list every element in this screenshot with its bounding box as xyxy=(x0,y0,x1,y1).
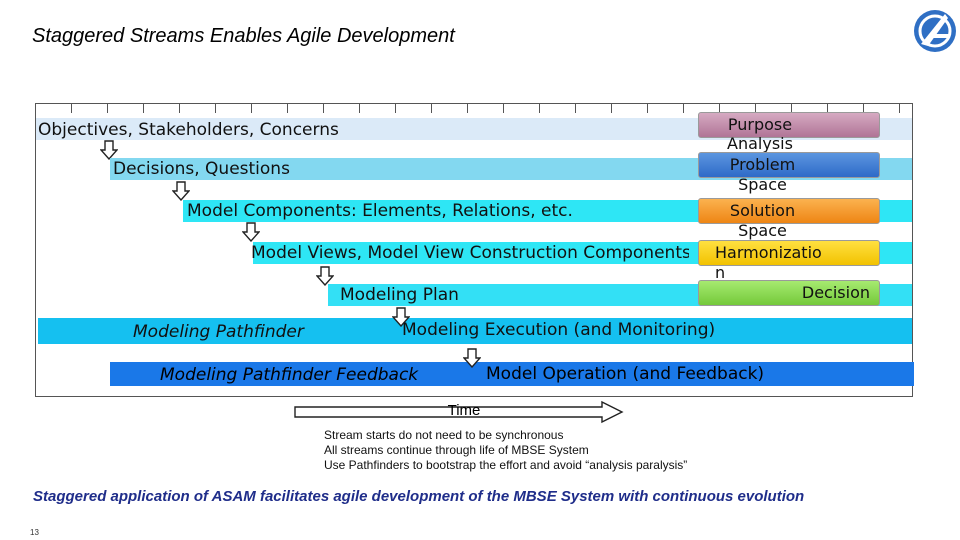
tick-mark xyxy=(683,103,684,113)
page-title: Staggered Streams Enables Agile Developm… xyxy=(32,25,455,47)
page-number: 13 xyxy=(30,528,39,537)
timeline-frame xyxy=(35,103,913,397)
stream-bar xyxy=(110,362,914,386)
note-item: Use Pathfinders to bootstrap the effort … xyxy=(324,458,688,472)
phase-label: Solution Space xyxy=(729,201,796,240)
phase-box xyxy=(698,240,880,266)
phase-box xyxy=(698,112,880,138)
tick-mark xyxy=(431,103,432,113)
down-arrow-icon xyxy=(392,307,410,327)
stream-bar xyxy=(38,318,912,344)
tick-mark xyxy=(863,103,864,113)
stream-label: Modeling Pathfinder xyxy=(133,322,304,342)
tick-mark xyxy=(539,103,540,113)
stream-label: Modeling Plan xyxy=(340,285,459,305)
down-arrow-icon xyxy=(242,222,260,242)
phase-label: Decision xyxy=(801,283,870,302)
phase-label: Harmonization xyxy=(715,243,822,282)
down-arrow-icon xyxy=(463,348,481,368)
tick-mark xyxy=(503,103,504,113)
stream-label: Objectives, Stakeholders, Concerns xyxy=(38,120,339,140)
notes-list: Stream starts do not need to be synchron… xyxy=(324,428,687,473)
phase-label: Purpose Analysis xyxy=(727,115,793,153)
tick-mark xyxy=(647,103,648,113)
phase-box xyxy=(698,280,880,306)
tick-mark xyxy=(71,103,72,113)
tick-mark xyxy=(899,103,900,113)
tick-mark xyxy=(143,103,144,113)
tick-mark xyxy=(179,103,180,113)
down-arrow-icon xyxy=(172,181,190,201)
phase-label: Problem Space xyxy=(729,155,796,194)
tick-mark xyxy=(575,103,576,113)
conclusion-text: Staggered application of ASAM facilitate… xyxy=(33,488,805,505)
stream-label: Decisions, Questions xyxy=(113,159,290,179)
tick-mark xyxy=(611,103,612,113)
tick-mark xyxy=(215,103,216,113)
tick-mark xyxy=(791,103,792,113)
tick-mark xyxy=(287,103,288,113)
time-arrow-icon xyxy=(294,400,624,424)
time-label: Time xyxy=(447,402,481,419)
tick-mark xyxy=(251,103,252,113)
company-logo xyxy=(914,10,956,52)
tick-mark xyxy=(467,103,468,113)
stream-label: Modeling Execution (and Monitoring) xyxy=(402,320,716,340)
tick-mark xyxy=(107,103,108,113)
tick-mark xyxy=(323,103,324,113)
note-item: Stream starts do not need to be synchron… xyxy=(324,428,564,442)
tick-mark xyxy=(827,103,828,113)
note-item: All streams continue through life of MBS… xyxy=(324,443,589,457)
tick-mark xyxy=(719,103,720,113)
stream-label: Model Views, Model View Construction Com… xyxy=(251,243,689,263)
down-arrow-icon xyxy=(100,140,118,160)
phase-box xyxy=(698,198,880,224)
stream-label: Model Operation (and Feedback) xyxy=(486,364,765,384)
tick-mark xyxy=(359,103,360,113)
stream-label: Modeling Pathfinder Feedback xyxy=(160,365,419,385)
tick-mark xyxy=(395,103,396,113)
tick-mark xyxy=(755,103,756,113)
stream-bar xyxy=(36,118,912,140)
stream-label: Model Components: Elements, Relations, e… xyxy=(187,201,573,221)
down-arrow-icon xyxy=(316,266,334,286)
phase-box xyxy=(698,152,880,178)
